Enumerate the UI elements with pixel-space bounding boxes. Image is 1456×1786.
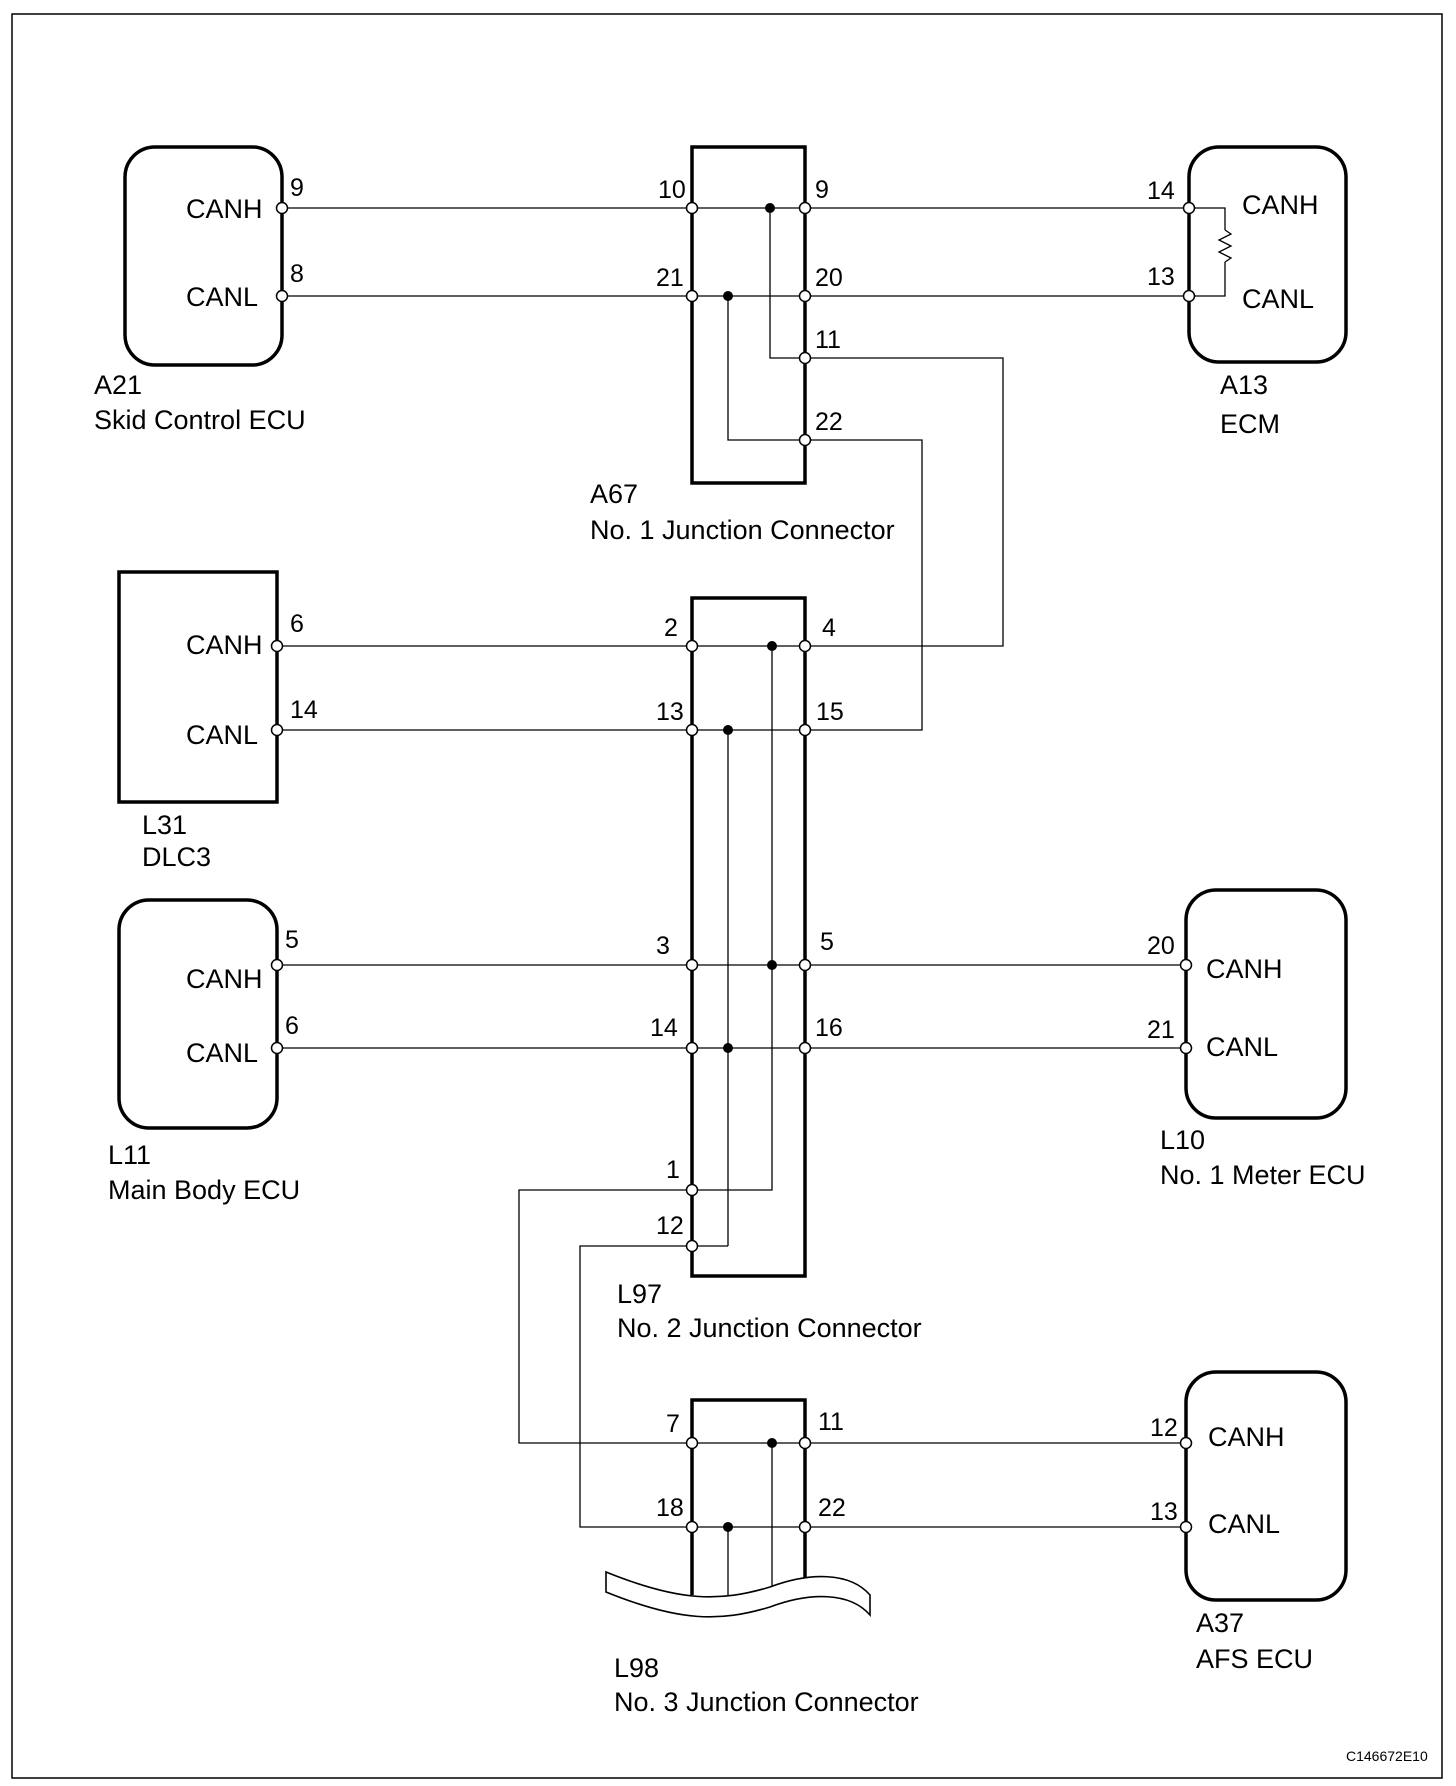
a21-pin-canl: 8 [290,260,304,288]
l31-name: DLC3 [142,842,211,872]
l97-pin-16: 16 [815,1014,843,1042]
a67-pin-10: 10 [658,176,686,204]
l98-pin-18: 18 [656,1494,684,1522]
a21-skid-control-ecu-box [123,145,284,367]
l31-pin-canl: 14 [290,696,318,724]
a21-name: Skid Control ECU [94,405,306,435]
a13-code: A13 [1220,370,1268,400]
l98-code: L98 [614,1653,659,1683]
l98-pin-22: 22 [818,1494,846,1522]
a21-code: A21 [94,370,142,400]
l31-pin-canh: 6 [290,610,304,638]
a67-code: A67 [590,479,638,509]
a67-name: No. 1 Junction Connector [590,515,895,545]
l11-canl-label: CANL [186,1038,258,1068]
l97-pin-1: 1 [666,1156,680,1184]
l10-meter-ecu-box [1184,888,1348,1120]
l97-code: L97 [617,1279,662,1309]
l97-pin-15: 15 [816,698,844,726]
l97-pin-3: 3 [656,932,670,960]
l11-code: L11 [108,1140,151,1170]
l98-pin-11: 11 [818,1408,844,1436]
l10-pin-canh: 20 [1147,932,1175,960]
l97-pin-5: 5 [820,928,834,956]
l98-name: No. 3 Junction Connector [614,1687,919,1717]
a13-name: ECM [1220,409,1280,439]
figure-reference: C146672E10 [1346,1748,1428,1764]
a13-pin-canh: 14 [1147,177,1175,205]
l10-canl-label: CANL [1206,1032,1278,1062]
l97-name: No. 2 Junction Connector [617,1313,922,1343]
l97-pin-4: 4 [822,614,836,642]
a67-junction-box [690,145,807,485]
l97-pin-13: 13 [656,698,684,726]
a37-afs-ecu-box [1184,1370,1348,1602]
l10-canh-label: CANH [1206,954,1283,984]
a21-pin-canh: 9 [290,174,304,202]
a37-name: AFS ECU [1196,1644,1313,1674]
l31-dlc3-box [117,570,279,804]
wire-a67-branch-canh [769,208,805,359]
l98-pin-7: 7 [666,1410,680,1438]
l31-code: L31 [142,810,187,840]
wire-a67-22-to-l97-15 [805,439,923,731]
l10-pin-canl: 21 [1147,1016,1175,1044]
wire-l97-1-to-l98-7 [518,1189,692,1444]
a37-canh-label: CANH [1208,1422,1285,1452]
l31-canh-label: CANH [186,630,263,660]
a21-canl-label: CANL [186,282,258,312]
wire-l97-branch-canh [692,646,773,1191]
l98-junction-box [690,1398,807,1595]
break-mark-icon [605,1570,871,1618]
a37-pin-canl: 13 [1150,1498,1178,1526]
l10-name: No. 1 Meter ECU [1160,1160,1366,1190]
a67-pin-9: 9 [815,176,829,204]
a37-canl-label: CANL [1208,1509,1280,1539]
terminals [270,201,1196,1534]
l11-pin-canl: 6 [285,1012,299,1040]
l11-pin-canh: 5 [285,926,299,954]
l97-junction-box [690,596,807,1278]
l10-code: L10 [1160,1125,1205,1155]
splice-dots [723,203,777,1532]
a13-pin-canl: 13 [1147,263,1175,291]
a67-pin-22: 22 [815,408,843,436]
a21-canh-label: CANH [186,194,263,224]
a13-canl-label: CANL [1242,284,1314,314]
wire-l97-12-to-l98-18 [579,1245,692,1528]
diagram-frame [11,13,1443,1779]
l11-canh-label: CANH [186,964,263,994]
a37-pin-canh: 12 [1150,1414,1178,1442]
a67-pin-21: 21 [656,264,684,292]
ecm-resistor-lead [1189,207,1226,230]
wire-a67-branch-canl [727,296,805,441]
a13-canh-label: CANH [1242,190,1319,220]
a37-code: A37 [1196,1608,1244,1638]
l11-main-body-ecu-box [117,898,279,1130]
resistor-icon [1217,229,1233,263]
l31-canl-label: CANL [186,720,258,750]
a67-pin-11: 11 [815,326,841,354]
l97-pin-14: 14 [650,1014,678,1042]
a67-pin-20: 20 [815,264,843,292]
wire-a67-11-to-l97-4 [805,357,1004,647]
l97-pin-2: 2 [664,614,678,642]
l11-name: Main Body ECU [108,1175,300,1205]
ecm-resistor-lead-low [1189,262,1226,297]
l97-pin-12: 12 [656,1212,684,1240]
a13-ecm-box [1187,145,1348,364]
